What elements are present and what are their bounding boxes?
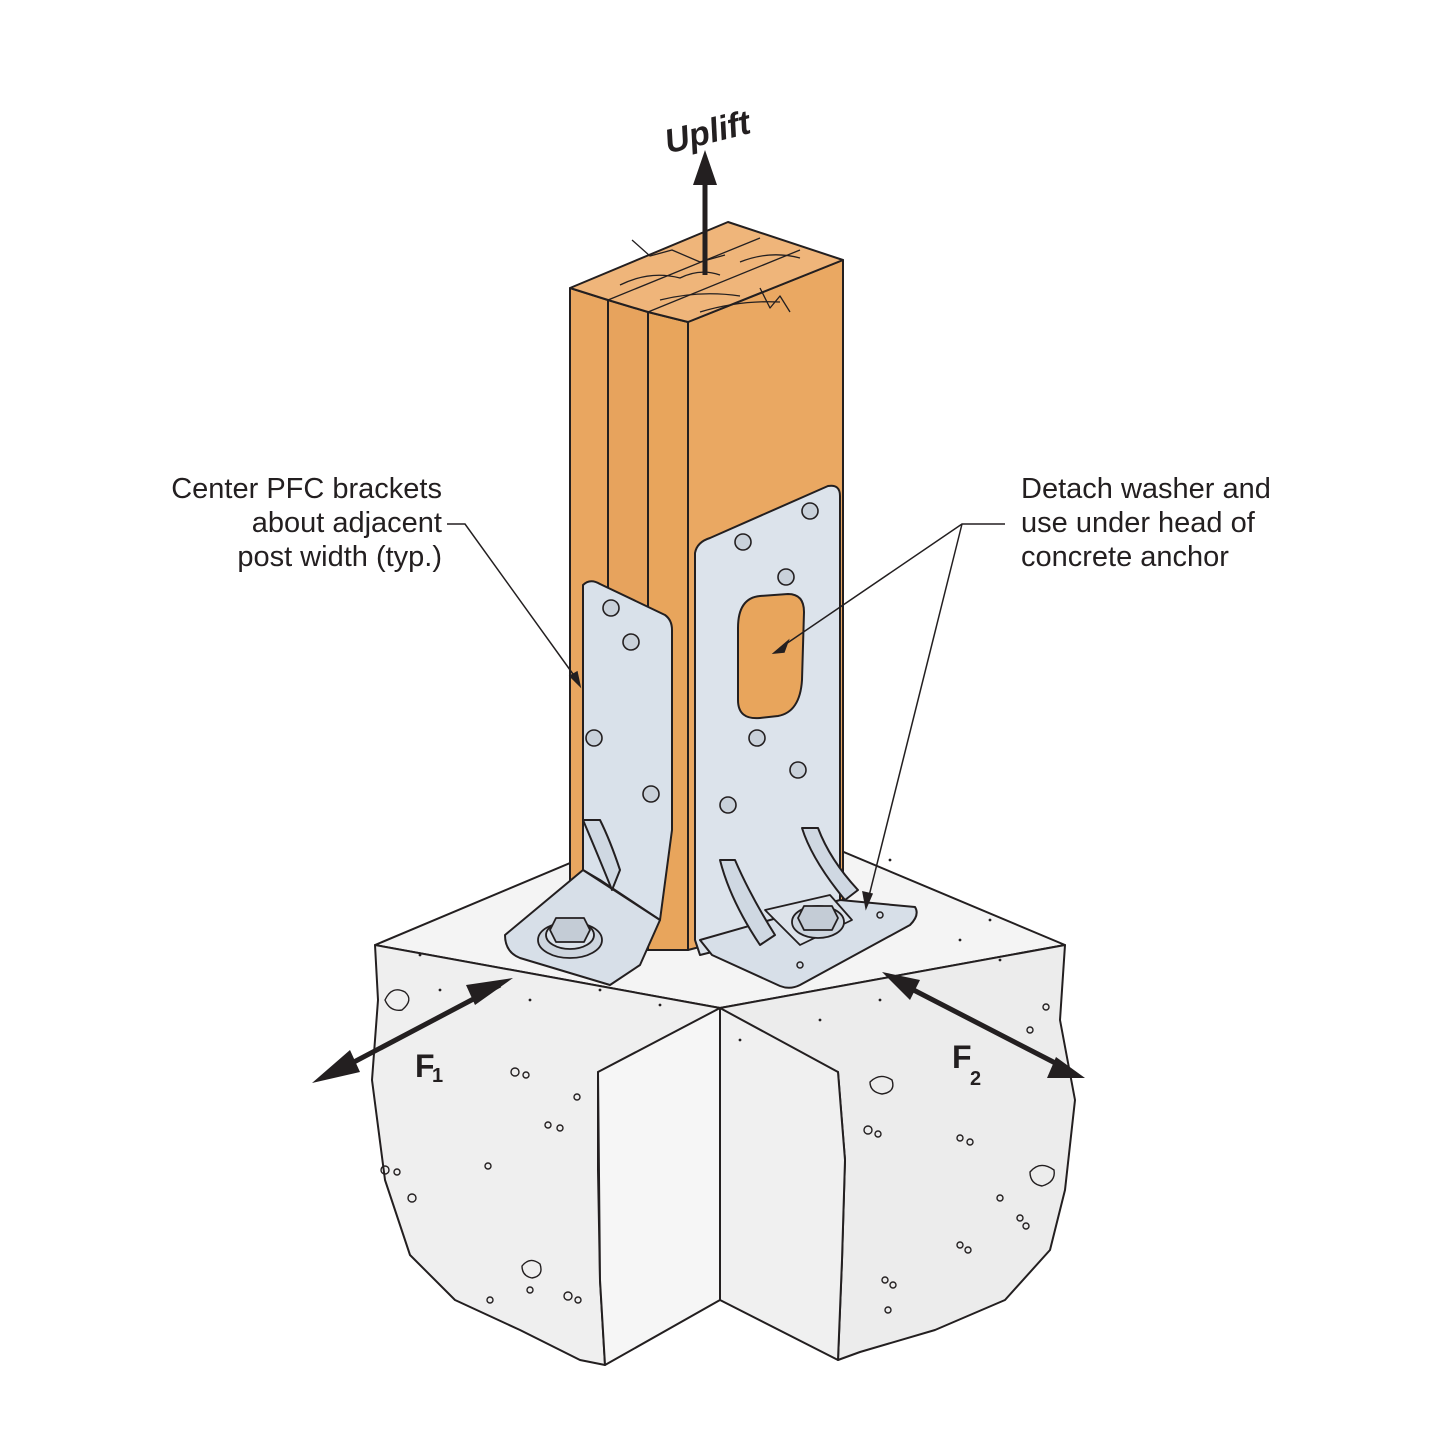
concrete-inner-left — [597, 1007, 721, 1366]
f2-arrow-shaft — [898, 980, 1067, 1071]
center-brackets-note-line-2: about adjacent — [251, 507, 442, 539]
left-bracket-screws — [585, 599, 660, 803]
detach-washer-note-line-3: concrete anchor — [1021, 541, 1229, 573]
uplift-label: Uplift — [661, 103, 756, 161]
f1-arrow-shaft — [333, 982, 502, 1075]
concrete-aggregate — [380, 989, 1055, 1314]
left-bracket-vertical-plate — [582, 580, 673, 921]
f1-subscript: 1 — [432, 1065, 443, 1087]
f2-arrowhead-left — [882, 972, 920, 1000]
left-leader — [447, 523, 579, 682]
leader-lines — [447, 523, 1005, 911]
f1-arrowhead-right — [466, 978, 513, 1005]
right-bracket-screws — [719, 502, 819, 814]
left-pfc-bracket — [504, 580, 673, 986]
center-brackets-note-line-3: post width (typ.) — [237, 541, 442, 573]
detach-washer-note: Detach washer and use under head of conc… — [1021, 472, 1271, 574]
left-anchor-bolt — [537, 917, 603, 959]
right-bracket-slot — [737, 593, 805, 720]
f1-label: F — [415, 1048, 435, 1084]
center-brackets-note: Center PFC brackets about adjacent post … — [171, 472, 442, 574]
concrete-top-dots — [418, 858, 1002, 1042]
concrete-inner-right — [719, 1007, 846, 1361]
right-bracket-vertical-plate — [694, 484, 841, 956]
f2-label: F — [952, 1039, 972, 1075]
force-arrows — [312, 150, 1085, 1083]
right-bracket-stiffener-2 — [801, 827, 859, 901]
f2-subscript: 2 — [970, 1068, 981, 1090]
right-anchor-bolt — [764, 894, 853, 946]
right-bracket-base-plate — [699, 899, 918, 989]
uplift-arrowhead — [693, 150, 717, 185]
right-pfc-bracket — [694, 484, 918, 989]
center-brackets-note-line-1: Center PFC brackets — [171, 473, 442, 505]
f1-arrowhead-left — [312, 1050, 360, 1083]
right-leader-2 — [867, 523, 963, 901]
right-bracket-stiffener-1 — [719, 859, 776, 946]
end-grain-lines — [607, 237, 801, 313]
f2-arrowhead-right — [1047, 1057, 1085, 1078]
detach-washer-note-line-1: Detach washer and — [1021, 473, 1271, 505]
detach-washer-note-line-2: use under head of — [1021, 507, 1255, 539]
left-bracket-stiffener — [582, 819, 621, 891]
concrete-footing — [371, 799, 1076, 1366]
